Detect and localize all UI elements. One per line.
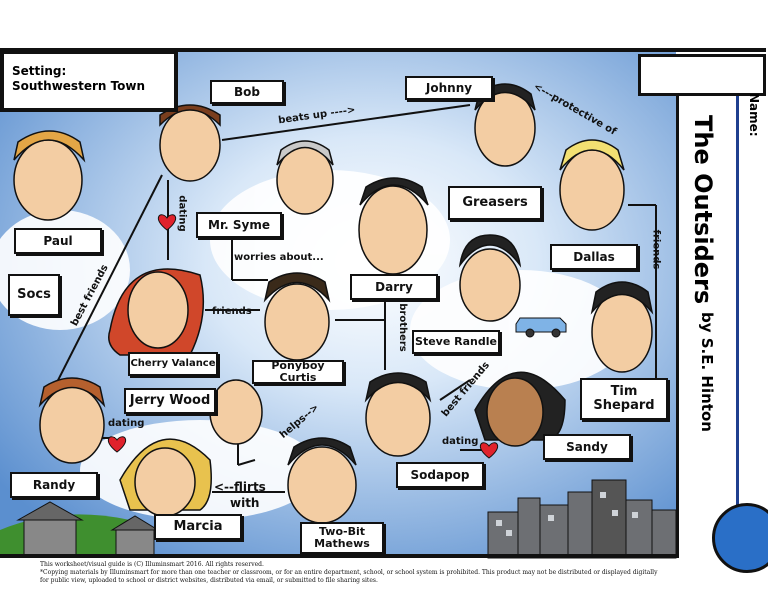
rel-dating-bob-cherry: dating bbox=[177, 195, 188, 231]
copyright-footer: This worksheet/visual guide is (C) Illum… bbox=[40, 561, 660, 585]
setting-label: Setting: bbox=[12, 64, 166, 79]
label-steve: Steve Randle bbox=[412, 330, 500, 354]
label-ponyboy: Ponyboy Curtis bbox=[252, 360, 344, 384]
footer-line-1: This worksheet/visual guide is (C) Illum… bbox=[40, 561, 660, 569]
book-title: The Outsiders bbox=[687, 115, 717, 295]
label-cherry: Cherry Valance bbox=[128, 352, 218, 376]
label-paul: Paul bbox=[14, 228, 102, 254]
label-randy: Randy bbox=[10, 472, 98, 498]
label-tim: Tim Shepard bbox=[580, 378, 668, 420]
label-two-bit: Two-Bit Mathews bbox=[300, 522, 384, 554]
rel-dating-randy-marcia: dating bbox=[108, 418, 144, 429]
label-bob: Bob bbox=[210, 80, 284, 104]
rel-friends-dallas-tim: friends bbox=[650, 230, 661, 270]
rel-dating-soda-sandy: dating bbox=[442, 436, 478, 447]
label-socs: Socs bbox=[8, 274, 60, 316]
label-mr-syme: Mr. Syme bbox=[196, 212, 282, 238]
label-greasers: Greasers bbox=[448, 186, 542, 220]
label-sodapop: Sodapop bbox=[396, 462, 484, 488]
blank-name-box[interactable] bbox=[638, 54, 766, 96]
rel-brothers: brothers bbox=[397, 303, 408, 352]
label-darry: Darry bbox=[350, 274, 438, 300]
label-johnny: Johnny bbox=[405, 76, 493, 100]
label-dallas: Dallas bbox=[550, 244, 638, 270]
footer-line-3: for public view, uploaded to school or d… bbox=[40, 577, 660, 585]
rel-friends-cherry-ponyboy: friends bbox=[212, 306, 252, 317]
footer-line-2: *Copying materials by Illuminsmart for m… bbox=[40, 569, 660, 577]
label-sandy: Sandy bbox=[543, 434, 631, 460]
setting-box: Setting: Southwestern Town bbox=[0, 50, 178, 112]
label-marcia: Marcia bbox=[154, 514, 242, 540]
rel-flirts: <--flirts bbox=[214, 480, 266, 494]
label-jerry: Jerry Wood bbox=[124, 388, 216, 414]
rel-with: with bbox=[230, 496, 259, 510]
setting-value: Southwestern Town bbox=[12, 79, 166, 94]
name-strip bbox=[736, 96, 768, 558]
rel-worries: worries about... bbox=[234, 252, 324, 263]
name-label: Name: bbox=[745, 93, 761, 143]
book-author: by S.E. Hinton bbox=[694, 312, 716, 442]
